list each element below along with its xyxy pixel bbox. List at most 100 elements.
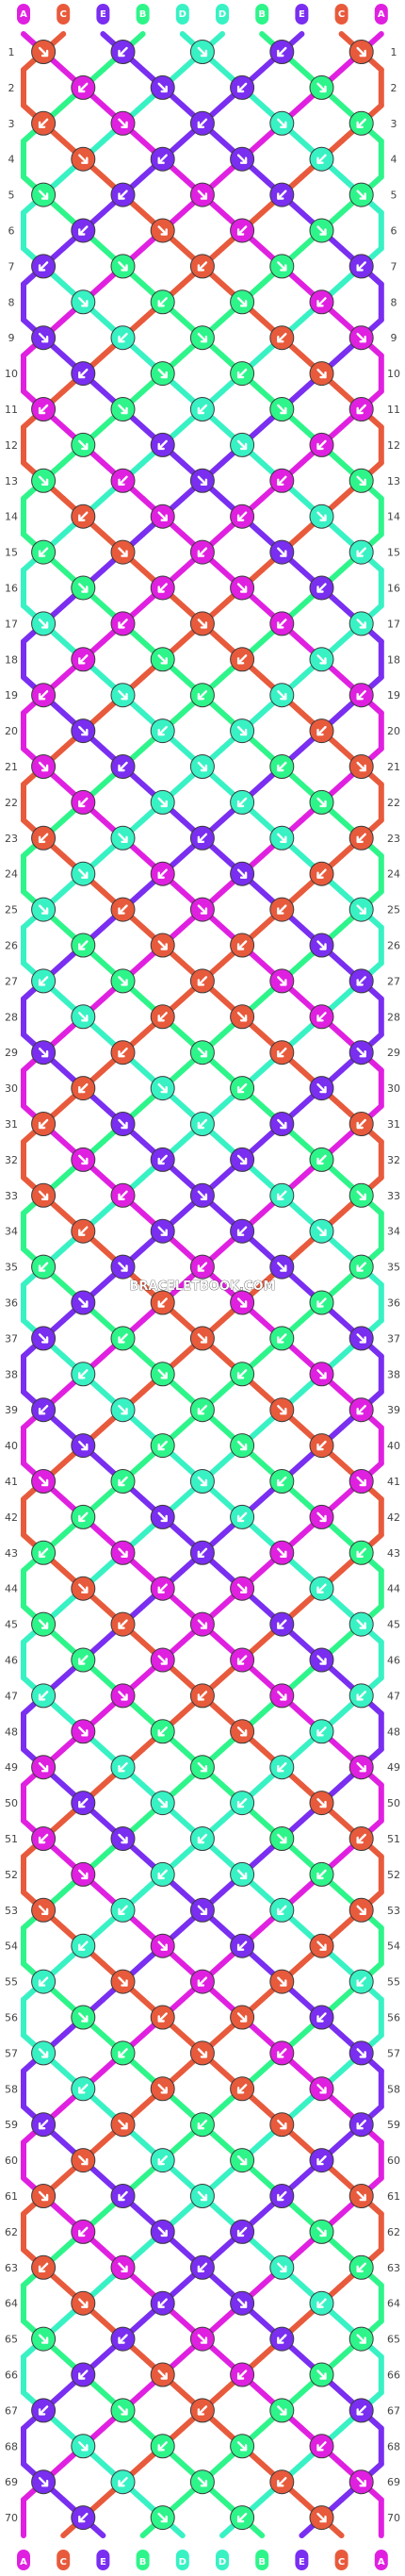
row-number-right: 53 xyxy=(387,1905,400,1917)
arrow-icon xyxy=(277,190,287,200)
knot xyxy=(150,1933,175,1958)
arrow-icon xyxy=(236,1154,248,1165)
knot xyxy=(230,2076,255,2102)
knot xyxy=(150,1218,175,1244)
knot xyxy=(269,1826,295,1851)
arrow-icon xyxy=(157,1726,168,1737)
row-number-right: 51 xyxy=(387,1833,400,1845)
row-number-left: 59 xyxy=(5,2119,18,2131)
row-number-right: 64 xyxy=(387,2298,400,2310)
arrow-icon xyxy=(38,261,49,272)
knot xyxy=(309,504,334,529)
knot xyxy=(189,825,215,850)
knot xyxy=(348,2469,374,2495)
arrow-icon xyxy=(316,1511,327,1523)
knot xyxy=(71,1362,96,1387)
arrow-icon xyxy=(38,833,49,843)
svg-text:C: C xyxy=(60,2557,67,2568)
knot xyxy=(269,968,295,994)
row-number-right: 49 xyxy=(387,1761,400,1774)
row-number-right: 36 xyxy=(387,1297,400,1310)
knot xyxy=(189,1969,215,1994)
arrow-icon xyxy=(38,904,49,915)
knot xyxy=(309,2148,334,2173)
arrow-icon xyxy=(197,118,208,128)
knot xyxy=(150,933,175,958)
arrow-icon xyxy=(197,2190,208,2202)
knot xyxy=(71,1076,96,1101)
arrow-icon xyxy=(277,2120,287,2130)
knot xyxy=(31,2112,57,2138)
arrow-icon xyxy=(78,868,89,879)
arrow-icon xyxy=(78,2155,89,2166)
knot xyxy=(269,1897,295,1923)
arrow-icon xyxy=(157,725,168,736)
arrow-icon xyxy=(157,2155,168,2166)
knot xyxy=(71,2505,96,2531)
knot xyxy=(71,2005,96,2030)
knot xyxy=(309,1933,334,1958)
row-number-right: 43 xyxy=(387,1547,400,1560)
arrow-icon xyxy=(197,2048,208,2058)
arrow-icon xyxy=(236,2512,248,2523)
knot xyxy=(309,2434,334,2459)
knot xyxy=(71,789,96,815)
knot xyxy=(269,1040,295,1065)
knot xyxy=(110,1326,136,1351)
knot xyxy=(309,2290,334,2316)
knot xyxy=(150,2005,175,2030)
knot xyxy=(309,1647,334,1673)
row-number-left: 31 xyxy=(5,1118,18,1131)
knot xyxy=(31,683,57,708)
knot xyxy=(348,1826,374,1851)
knot xyxy=(31,1540,57,1565)
arrow-icon xyxy=(356,1118,366,1130)
knot xyxy=(348,2398,374,2423)
arrow-icon xyxy=(157,797,168,808)
strand-marker-top: C xyxy=(334,4,348,25)
watermark: BRACELETBOOK.COM xyxy=(130,1280,276,1294)
arrow-icon xyxy=(356,2334,366,2344)
knot xyxy=(269,754,295,779)
knot xyxy=(71,218,96,243)
knot xyxy=(31,397,57,421)
arrow-icon xyxy=(157,1369,168,1379)
arrow-icon xyxy=(356,833,366,843)
arrow-icon xyxy=(236,2441,248,2452)
knot xyxy=(189,754,215,779)
knot xyxy=(150,718,175,744)
row-number-left: 66 xyxy=(5,2370,18,2382)
arrow-icon xyxy=(277,904,287,915)
knot xyxy=(269,2398,295,2423)
knot xyxy=(150,1076,175,1101)
knot xyxy=(150,74,175,100)
arrow-icon xyxy=(356,1048,366,1058)
knot xyxy=(309,1290,334,1315)
row-number-left: 16 xyxy=(5,583,18,595)
svg-text:B: B xyxy=(258,9,266,20)
knot xyxy=(71,575,96,601)
knot xyxy=(348,1112,374,1136)
arrow-icon xyxy=(356,118,366,128)
knot xyxy=(110,397,136,421)
knot xyxy=(150,575,175,601)
knot xyxy=(31,1969,57,1994)
arrow-icon xyxy=(38,2334,49,2344)
knot xyxy=(189,1182,215,1208)
row-number-right: 29 xyxy=(387,1047,400,1059)
knot xyxy=(348,897,374,922)
arrow-icon xyxy=(356,1333,366,1344)
knot xyxy=(309,2219,334,2244)
knot xyxy=(309,2005,334,2030)
arrow-icon xyxy=(197,1118,208,1130)
knot xyxy=(150,504,175,529)
svg-text:E: E xyxy=(299,2557,305,2568)
svg-text:A: A xyxy=(20,2557,27,2568)
knot xyxy=(31,254,57,279)
arrow-icon xyxy=(236,1440,248,1451)
knot xyxy=(110,539,136,565)
row-number-left: 5 xyxy=(8,190,15,202)
knot xyxy=(269,40,295,64)
row-number-left: 54 xyxy=(5,1940,18,1953)
knot xyxy=(71,74,96,100)
